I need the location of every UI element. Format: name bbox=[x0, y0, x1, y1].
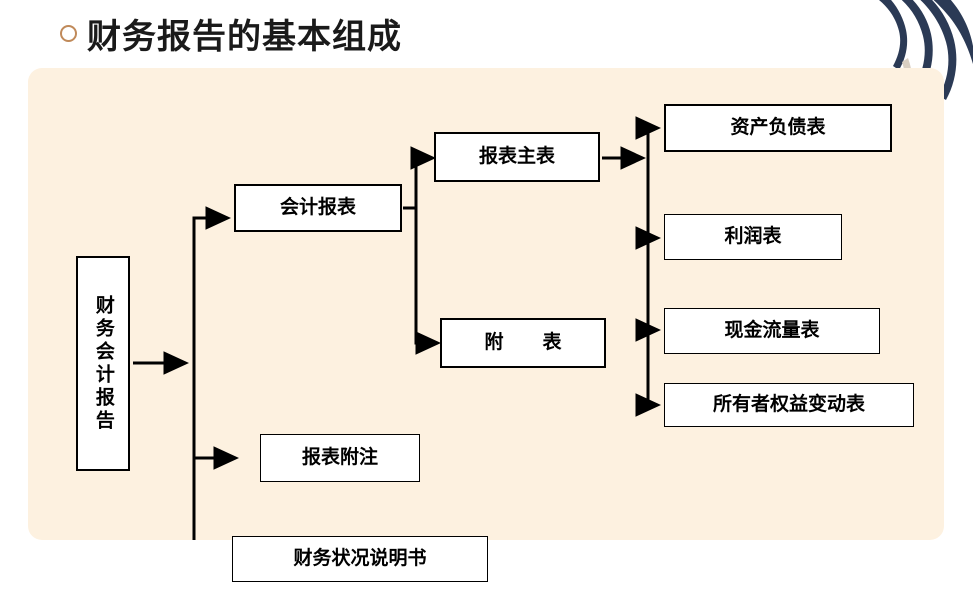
page-title: 财务报告的基本组成 bbox=[87, 17, 402, 56]
node-root[interactable]: 财务会计报告 bbox=[76, 256, 130, 471]
node-statement-notes[interactable]: 报表附注 bbox=[260, 434, 420, 482]
node-main-statements[interactable]: 报表主表 bbox=[434, 132, 600, 182]
node-equity-change-statement[interactable]: 所有者权益变动表 bbox=[664, 383, 914, 427]
node-annex-statements[interactable]: 附 表 bbox=[440, 318, 606, 368]
node-income-statement[interactable]: 利润表 bbox=[664, 214, 842, 260]
node-balance-sheet[interactable]: 资产负债表 bbox=[664, 104, 892, 152]
node-cash-flow-statement[interactable]: 现金流量表 bbox=[664, 308, 880, 354]
node-accounting-statements[interactable]: 会计报表 bbox=[234, 184, 402, 232]
node-financial-condition-description[interactable]: 财务状况说明书 bbox=[232, 536, 488, 582]
diagram-panel: 财务会计报告 会计报表 报表主表 附 表 资产负债表 利润表 现金流量表 所有者… bbox=[28, 68, 944, 582]
circle-outline-icon bbox=[60, 24, 77, 42]
page-title-row: 财务报告的基本组成 bbox=[0, 8, 402, 58]
